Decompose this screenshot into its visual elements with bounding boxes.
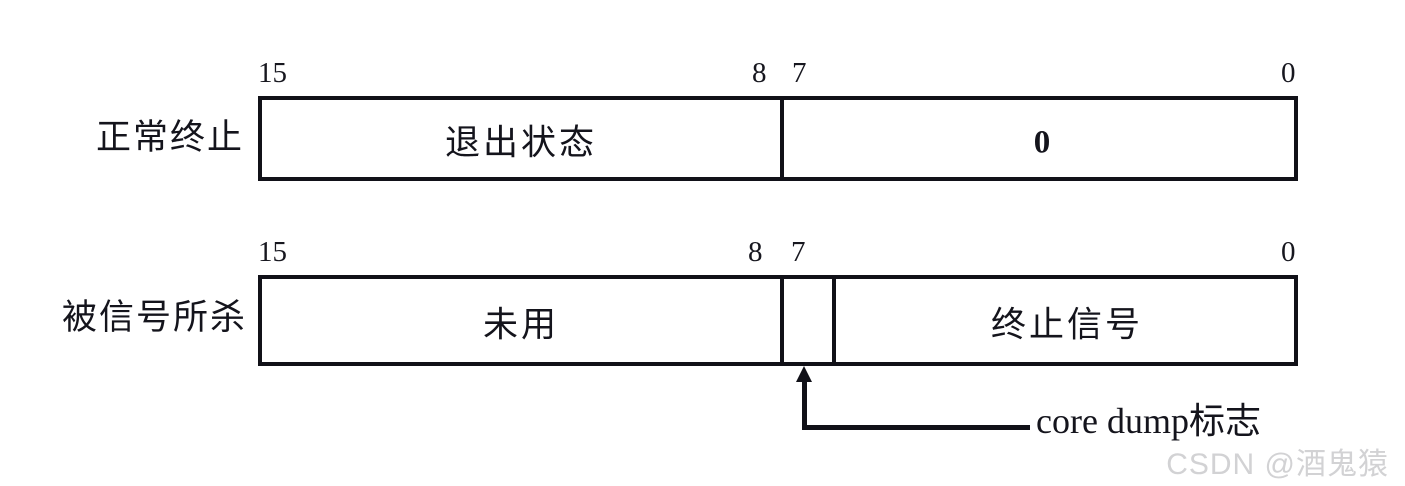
callout-horizontal-line bbox=[802, 425, 1030, 430]
bit-label-7-row1: 7 bbox=[792, 57, 807, 89]
callout-vertical-line bbox=[802, 380, 807, 430]
byte-divider-row1 bbox=[780, 96, 784, 181]
bit-label-0-row2: 0 bbox=[1281, 236, 1296, 268]
bit-label-8-row2: 8 bbox=[748, 236, 763, 268]
bit-label-15-row1: 15 bbox=[258, 57, 287, 89]
bit-label-0-row1: 0 bbox=[1281, 57, 1296, 89]
register-box-killed-by-signal: 未用 终止信号 bbox=[258, 275, 1298, 366]
cell-termination-signal: 终止信号 bbox=[990, 305, 1144, 345]
core-dump-bit-divider bbox=[832, 275, 836, 366]
row-label-normal-termination: 正常终止 bbox=[96, 118, 245, 157]
bit-label-15-row2: 15 bbox=[258, 236, 287, 268]
callout-arrowhead-icon bbox=[796, 366, 812, 382]
register-box-normal-termination: 退出状态 0 bbox=[258, 96, 1298, 181]
bit-label-8-row1: 8 bbox=[752, 57, 767, 89]
byte-divider-row2 bbox=[780, 275, 784, 366]
cell-exit-status: 退出状态 bbox=[444, 123, 598, 163]
bit-label-7-row2: 7 bbox=[791, 236, 806, 268]
cell-zero-byte: 0 bbox=[1033, 124, 1051, 161]
callout-label-core-dump-flag: core dump标志 bbox=[1036, 401, 1261, 441]
cell-unused: 未用 bbox=[482, 305, 560, 345]
row-label-killed-by-signal: 被信号所杀 bbox=[62, 298, 248, 337]
csdn-watermark: CSDN @酒鬼猿 bbox=[1166, 448, 1389, 481]
